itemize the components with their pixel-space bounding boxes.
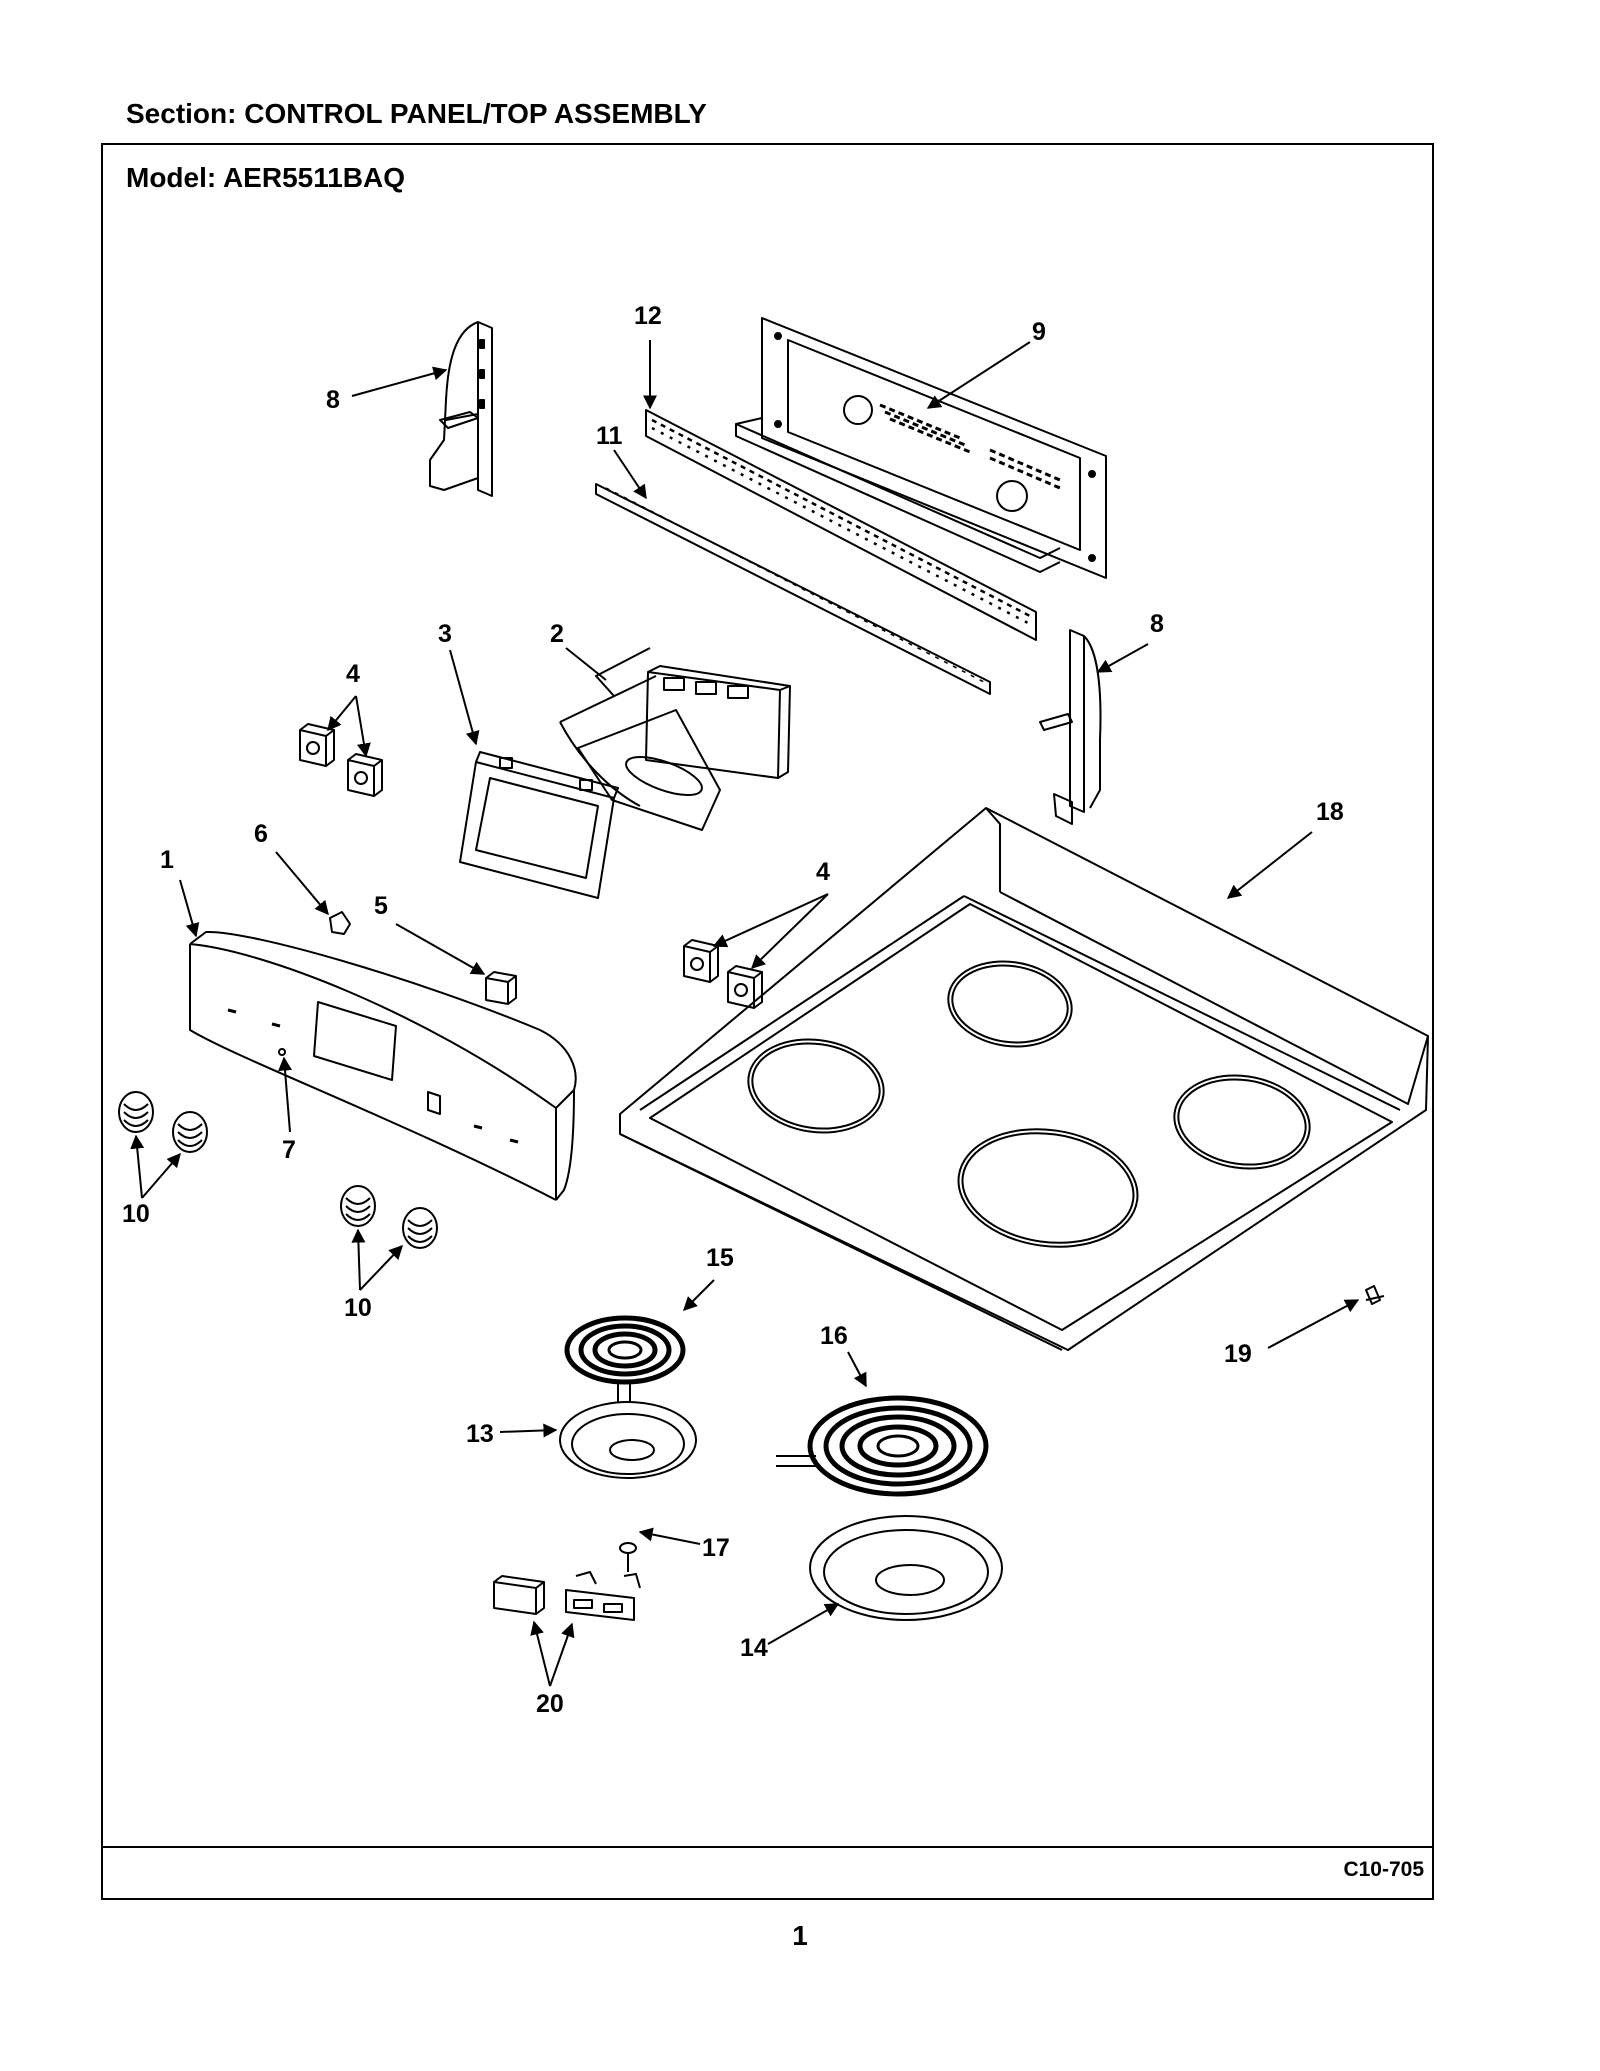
leader-2 [565,647,607,681]
leader-10a-2 [141,1152,181,1199]
leader-8-right [1096,643,1149,673]
leader-9 [926,341,1031,409]
large-drip-bowl [809,1515,1003,1621]
leader-8-left [351,366,448,397]
diagram-frame [101,143,1434,1900]
leader-13 [499,1423,558,1438]
rotary-switch-upper-2 [347,753,383,797]
control-board [559,647,791,831]
callout-2: 2 [550,620,564,648]
push-switch [485,971,517,1005]
callout-5: 5 [374,892,388,920]
leader-4-lower-b [750,893,829,969]
callout-14: 14 [740,1634,768,1662]
leader-4-upper-b [355,695,371,758]
leader-14 [767,1603,840,1645]
side-bracket-right [1039,629,1102,825]
leader-4-upper-a [327,695,357,732]
leader-1 [179,879,200,938]
callout-10-left: 10 [122,1200,150,1228]
terminal-block [493,1575,545,1615]
callout-16: 16 [820,1322,848,1350]
rotary-switch-upper-1 [299,723,335,767]
leader-3 [449,649,480,746]
leader-10b-2 [359,1244,403,1291]
callout-11: 11 [596,422,623,450]
rotary-switch-lower-1 [683,939,719,983]
screw-17 [619,1542,637,1572]
knob-3 [340,1185,376,1227]
callout-18: 18 [1316,798,1344,826]
callout-4-upper: 4 [346,660,360,688]
leader-15 [683,1279,715,1311]
leader-17 [638,1527,701,1545]
display-bezel [459,751,619,899]
leader-4-lower-a [712,893,829,948]
small-surface-element [564,1315,686,1402]
indicator-lamp [329,911,351,935]
mounting-bracket [565,1571,641,1621]
model-title: Model: AER5511BAQ [126,162,406,193]
callout-10-right: 10 [344,1294,372,1322]
diagram-code: C10-705 [1343,1858,1424,1881]
large-surface-element [776,1395,989,1497]
callout-13: 13 [466,1420,494,1448]
cooktop [619,807,1429,1351]
leader-20-1 [530,1620,551,1687]
callout-8-left: 8 [326,386,340,414]
leader-6 [275,851,329,916]
side-bracket-left [429,321,493,497]
callout-3: 3 [438,620,452,648]
section-title: Section: CONTROL PANEL/TOP ASSEMBLY [126,98,707,129]
footer-divider [101,1846,1434,1848]
callout-19: 19 [1224,1340,1252,1368]
callout-8-right: 8 [1150,610,1164,638]
leader-7 [278,1056,292,1133]
knob-2 [172,1111,208,1153]
callout-1: 1 [160,846,174,874]
leader-10b-1 [351,1228,366,1291]
rear-panel [735,317,1107,579]
callout-9: 9 [1032,318,1046,346]
trim-strip [645,409,1037,641]
callout-4-lower: 4 [816,858,830,886]
control-panel [189,930,577,1201]
leader-11 [613,449,647,500]
leader-19 [1267,1299,1360,1349]
rotary-switch-lower-2 [727,965,763,1009]
callout-12: 12 [634,302,662,330]
callout-15: 15 [706,1244,734,1272]
leader-18 [1226,831,1313,899]
leader-16 [847,1351,867,1388]
callout-20: 20 [536,1690,564,1718]
knob-4 [402,1207,438,1249]
long-trim-strip [595,483,991,695]
small-drip-bowl [559,1401,697,1479]
callout-6: 6 [254,820,268,848]
knob-1 [118,1091,154,1133]
leader-20-2 [549,1622,575,1687]
leader-5 [395,923,486,975]
callout-7: 7 [282,1136,296,1164]
screw-19 [1365,1285,1385,1305]
callout-17: 17 [702,1534,730,1562]
page-number: 1 [792,1920,808,1951]
leader-10a-1 [130,1134,145,1199]
